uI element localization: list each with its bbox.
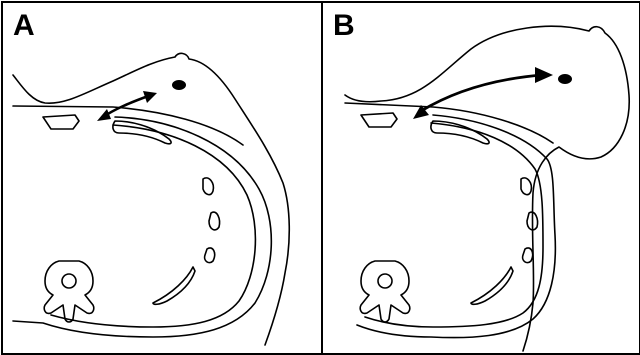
cavity-inner-wall [51,125,255,327]
fragment-4 [209,212,220,230]
panel-a-drawing [3,3,323,353]
cavity-inner-wall [365,123,543,327]
panel-a: A [3,3,323,353]
double-arrow-shaft [103,95,151,117]
fragment-6 [471,267,513,304]
double-arrow-head-start [97,109,111,121]
vertebra [360,261,410,322]
arrow-shaft [421,75,543,111]
cavity-outer-wall [13,117,271,337]
fragment-3 [203,178,213,195]
black-spot [172,80,186,90]
panel-b-label: B [333,11,355,41]
double-arrow-head-end [143,91,157,103]
fragment-5 [205,248,215,263]
panel-b-drawing [321,3,640,353]
arrow-head-end [535,67,553,83]
panel-a-label: A [13,11,35,41]
panel-b: B [321,3,640,353]
fragment-1 [43,115,79,129]
fragment-6 [153,267,195,304]
body-outer-contour [345,26,629,351]
cavity-outer-wall [357,115,555,338]
vertebra [44,261,94,322]
body-horizontal-line [13,106,243,145]
fragment-3 [521,178,531,195]
fragment-5 [523,248,533,263]
black-spot [558,74,572,84]
fragment-1 [361,113,397,127]
